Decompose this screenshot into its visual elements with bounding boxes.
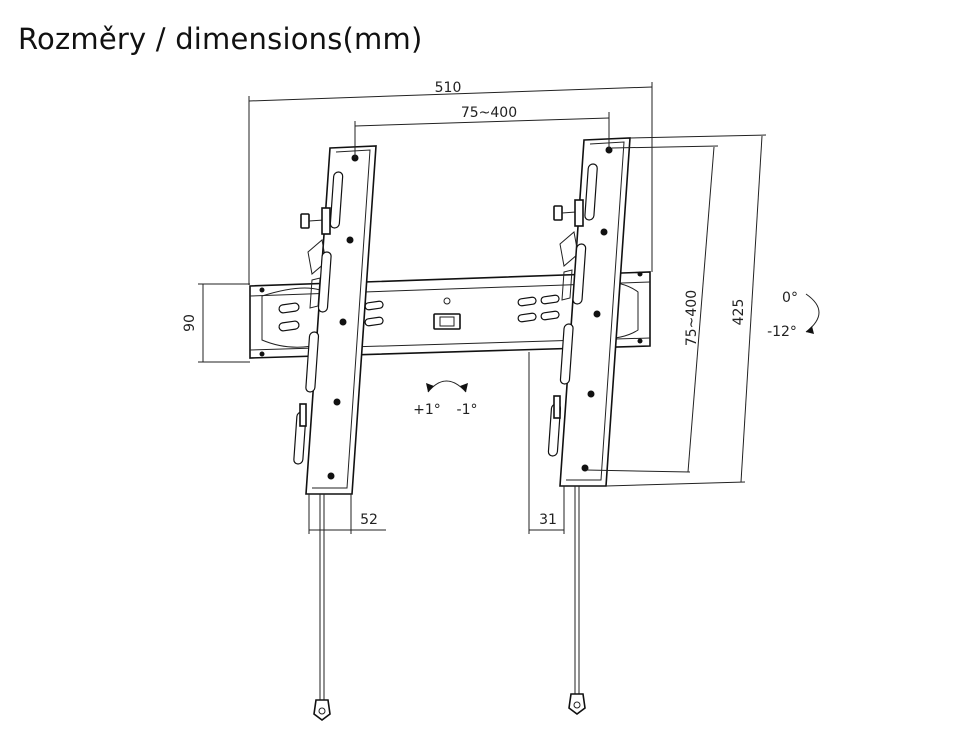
level-label-minus: -1° [457, 402, 478, 418]
dimension-label-plate-height: 90 [182, 314, 198, 332]
tilt-label-lower: -12° [767, 324, 797, 340]
left-bracket-arm [293, 145, 377, 721]
dimension-depth-left: 52 [308, 494, 386, 534]
dimension-label-overall-width: 510 [435, 80, 462, 96]
dimension-overall-width: 510 [248, 80, 653, 285]
dimension-label-vesa-horizontal: 75~400 [461, 105, 517, 121]
dimension-depth-right: 31 [528, 352, 565, 534]
dimension-label-overall-height: 425 [731, 299, 747, 326]
page-title: Rozměry / dimensions(mm) [18, 22, 423, 56]
level-adjust-indicator: +1° -1° [413, 380, 478, 418]
dimension-label-depth-left: 52 [360, 512, 378, 528]
tilt-label-upper: 0° [782, 290, 798, 306]
right-bracket-arm [547, 137, 631, 715]
dimension-label-depth-right: 31 [539, 512, 557, 528]
tilt-indicator: 0° -12° [767, 290, 820, 340]
dimension-label-vesa-vertical: 75~400 [684, 290, 700, 346]
dimension-overall-height: 425 [605, 134, 767, 487]
level-label-plus: +1° [413, 402, 441, 418]
dimension-vesa-horizontal: 75~400 [354, 105, 610, 158]
dimension-vesa-vertical: 75~400 [585, 145, 719, 473]
dimension-plate-height: 90 [182, 283, 250, 363]
